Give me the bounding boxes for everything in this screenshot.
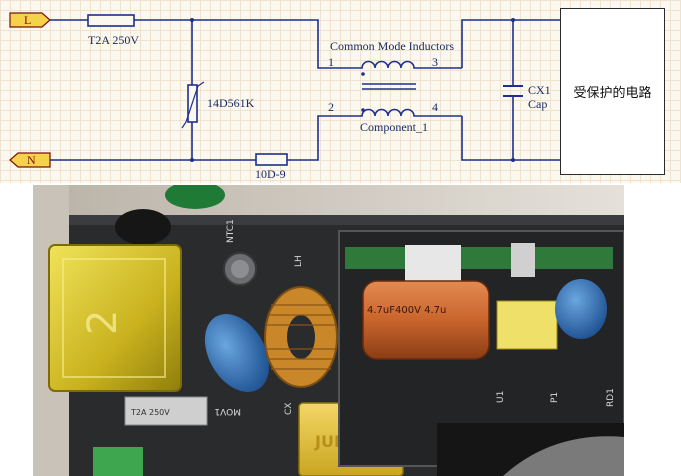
ntc-thermistor xyxy=(115,209,171,245)
screw-head xyxy=(231,260,249,278)
pcb-illustration: NTC1 LH 2 T2A 250V MOV1 CX JURCC xyxy=(33,185,624,476)
fuse-holder-digit: 2 xyxy=(80,310,126,335)
junction-cap-bottom xyxy=(511,158,515,162)
silk-mov1: MOV1 xyxy=(214,406,241,416)
board-edge xyxy=(69,215,624,225)
fuse-body xyxy=(124,396,208,426)
silk-p1: P1 xyxy=(550,392,560,403)
y-capacitor-blue xyxy=(555,279,607,339)
choke-windings xyxy=(266,304,336,370)
varistor-mov xyxy=(204,314,270,392)
inductor-pin-1: 1 xyxy=(328,55,334,69)
inductor-coil-bottom xyxy=(350,108,462,117)
neutral-port-label: N xyxy=(27,153,36,167)
inductor-title: Common Mode Inductors xyxy=(330,39,454,53)
protected-circuit-label: 受保护的电路 xyxy=(573,86,652,101)
line-port xyxy=(9,12,51,28)
inductor-pin-4: 4 xyxy=(432,100,438,114)
silk-u1: U1 xyxy=(496,391,506,403)
terminal-block xyxy=(93,447,143,476)
neutral-port xyxy=(9,152,51,168)
choke-center xyxy=(287,315,315,359)
inductor-pin-3: 3 xyxy=(432,55,438,69)
electrolytic-capacitor xyxy=(362,280,490,360)
wire-l-mid xyxy=(134,19,350,69)
enclosure-top-wall xyxy=(33,185,624,215)
fuse-label: T2A 250V xyxy=(88,33,139,47)
inductor-component: Component_1 xyxy=(360,120,428,134)
schematic-wires: L N T2A 250V 10D-9 14D561K Common Mode I… xyxy=(9,12,560,181)
silk-lh: LH xyxy=(294,255,304,267)
fuse-holder xyxy=(48,244,182,392)
schematic-diagram: L N T2A 250V 10D-9 14D561K Common Mode I… xyxy=(0,0,681,183)
ic-chip xyxy=(405,245,461,281)
pcb-photo: NTC1 LH 2 T2A 250V MOV1 CX JURCC xyxy=(33,185,624,476)
ribbon-cable xyxy=(503,436,624,476)
wire-out-bottom xyxy=(461,116,560,161)
fuse-symbol xyxy=(87,14,135,27)
small-relay xyxy=(511,243,535,277)
capacitor-type: Cap xyxy=(528,97,547,111)
silk-ntc1: NTC1 xyxy=(226,219,236,243)
green-component xyxy=(165,185,225,209)
line-port-label: L xyxy=(24,13,31,27)
junction-cap-top xyxy=(511,18,515,22)
inductor-dot-bottom xyxy=(361,108,365,112)
wire-out-top xyxy=(461,19,560,68)
ntc-symbol xyxy=(255,153,288,166)
inductor-pin-2: 2 xyxy=(328,100,334,114)
capacitor-name: CX1 xyxy=(528,83,551,97)
fuse-holder-window xyxy=(62,258,166,378)
electrolytic-marking: 4.7uF400V 4.7u xyxy=(367,305,446,316)
y-capacitor-yellow xyxy=(496,300,558,350)
varistor-label: 14D561K xyxy=(207,96,255,110)
fuse-marking: T2A 250V xyxy=(130,408,170,417)
ntc-label: 10D-9 xyxy=(255,167,286,181)
silk-cx: CX xyxy=(284,403,294,415)
junction-bottom xyxy=(190,158,194,162)
inductor-coil-top xyxy=(350,60,462,69)
inductor-dot-top xyxy=(361,72,365,76)
protected-circuit-box: 受保护的电路 xyxy=(560,8,665,175)
junction-top xyxy=(190,18,194,22)
varistor-slash xyxy=(181,81,205,129)
wire-n-mid xyxy=(287,115,350,161)
silk-rd1: RD1 xyxy=(606,388,616,407)
green-pcb-strip xyxy=(345,247,613,269)
